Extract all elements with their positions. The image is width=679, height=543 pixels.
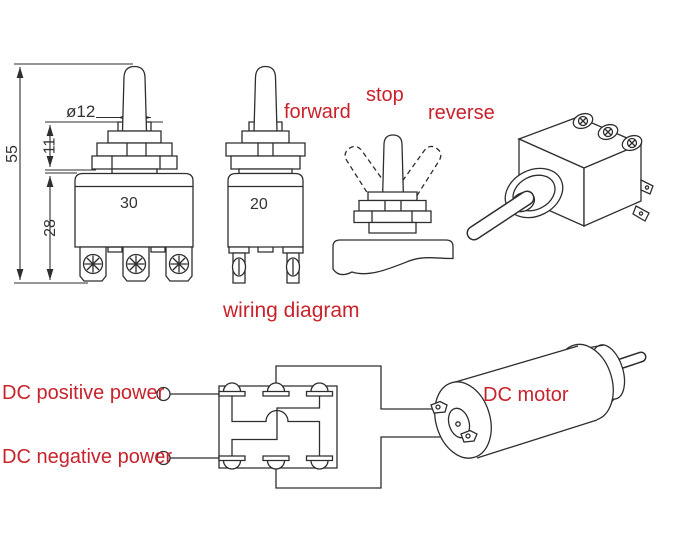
label-stop: stop <box>366 84 404 106</box>
side-solder-lugs <box>633 180 653 221</box>
dim-side-width: 20 <box>250 196 268 213</box>
dim-bushing-height: 11 <box>41 137 59 155</box>
wiring-diagram-title: wiring diagram <box>223 299 360 322</box>
front-terminal-lugs <box>80 247 192 281</box>
reverse-lever-dashed <box>393 142 446 206</box>
cross-wire-1 <box>232 396 320 456</box>
dim-front-width: 30 <box>120 195 138 212</box>
front-view-switch <box>75 67 193 282</box>
label-forward: forward <box>284 101 351 123</box>
mounting-base <box>333 240 453 275</box>
motor-wire-upper <box>276 366 433 409</box>
stop-lever <box>383 135 404 200</box>
dim-total-height: 55 <box>3 145 21 163</box>
dim-body-height: 28 <box>41 219 59 237</box>
motor-shaft <box>620 357 641 364</box>
label-dc-motor: DC motor <box>483 384 569 406</box>
label-reverse: reverse <box>428 102 495 124</box>
positions-view-switch <box>333 135 453 275</box>
toggle-lever <box>474 198 527 233</box>
side-view-switch <box>226 67 305 284</box>
dc-motor-drawing <box>426 337 641 465</box>
motor-wire-lower <box>276 437 462 488</box>
dim-bushing-diameter: ø12 <box>66 102 96 121</box>
label-dc-positive: DC positive power <box>2 382 165 404</box>
wiring-diagram-schematic <box>157 366 462 488</box>
phillips-screw-icon <box>84 255 189 274</box>
forward-lever-dashed <box>341 142 394 206</box>
label-dc-negative: DC negative power <box>2 446 173 468</box>
motor-terminal-tabs <box>431 402 477 443</box>
top-screw-terminals <box>571 111 644 153</box>
cross-wire-2 <box>232 396 320 456</box>
side-terminal-pins <box>229 247 303 283</box>
perspective-view-switch <box>474 111 653 233</box>
switch-terminals <box>219 383 333 469</box>
